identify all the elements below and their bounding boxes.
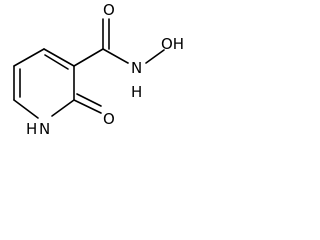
ring-hydrogen-label: H [26,120,37,138]
ring-nitrogen-label: N [39,120,50,138]
chemical-structure: OH N H O H N O [13,1,184,138]
bond-ring-c2-oxo-double [76,93,102,107]
bond-c3-carbonyl-carbon [73,48,104,67]
bond-ring-c4-c3 [43,48,75,67]
bond-ring-c2-oxo [73,99,102,114]
hydroxyl-oxygen-label: OH [161,35,184,53]
bond-carbonyl-c-n [102,48,129,64]
amide-hydrogen-label: H [131,83,142,101]
bond-n-o-hydroxyl [145,49,165,64]
bond-ring-n1-c6 [13,99,39,119]
bond-ring-c4-c3-double [44,54,69,70]
carbonyl-oxygen-label: O [103,1,115,19]
bond-ring-c5-c4 [13,48,45,67]
amide-nitrogen-label: N [131,59,142,77]
ring-oxo-oxygen-label: O [103,110,115,128]
bond-ring-c2-n1 [51,99,75,117]
